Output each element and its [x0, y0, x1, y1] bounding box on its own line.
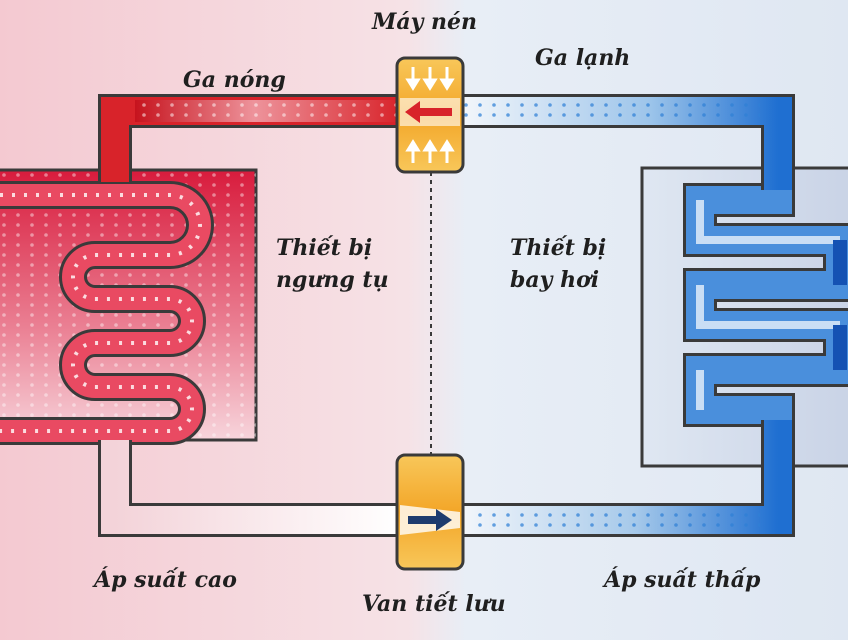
cold-gas-label: Ga lạnh — [535, 45, 631, 71]
arrow-left-icon — [405, 101, 452, 123]
expansion-valve-label: Van tiết lưu — [362, 591, 506, 617]
expansion-valve — [395, 453, 465, 571]
compressor-label: Máy nén — [372, 9, 478, 35]
low-pressure-label: Áp suất thấp — [604, 567, 761, 593]
hot-gas-pipe — [98, 94, 400, 182]
cold-gas-pipe — [460, 94, 795, 190]
high-pressure-pipe — [98, 440, 400, 537]
evaporator-label-line2: bay hơi — [510, 267, 600, 293]
arrow-right-icon — [408, 509, 452, 531]
compressor-arrows-icon — [405, 67, 455, 163]
compressor — [395, 56, 465, 174]
evaporator-unit — [640, 100, 848, 520]
condenser-unit — [0, 168, 258, 445]
high-pressure-label: Áp suất cao — [94, 567, 237, 593]
low-pressure-pipe — [460, 420, 795, 537]
evaporator-label-line1: Thiết bị — [510, 235, 607, 261]
condenser-label-line1: Thiết bị — [276, 235, 373, 261]
condenser-label-line2: ngưng tụ — [276, 267, 389, 293]
hot-gas-label: Ga nóng — [183, 67, 286, 93]
